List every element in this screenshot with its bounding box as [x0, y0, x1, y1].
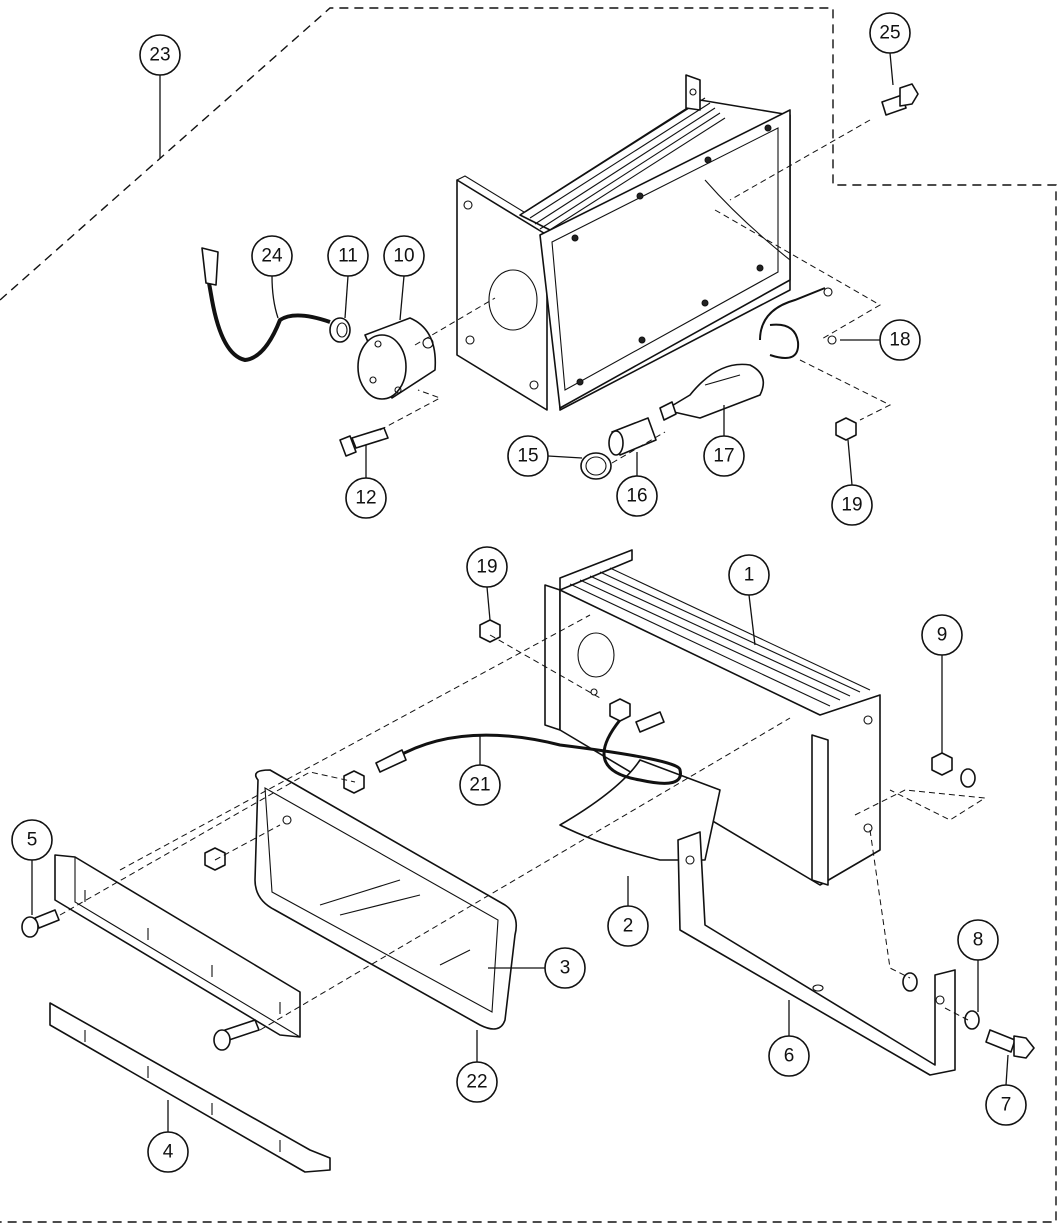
callout-19-lower: 19: [466, 546, 508, 588]
nut-washer-part-9: [931, 752, 976, 788]
svg-text:3: 3: [560, 958, 571, 979]
svg-text:8: 8: [973, 930, 984, 951]
svg-text:16: 16: [626, 486, 647, 507]
callout-8: 8: [957, 919, 999, 961]
callout-9: 9: [921, 614, 963, 656]
cable-assembly-part-24: [201, 247, 331, 363]
callout-11: 11: [327, 235, 369, 277]
clamp-rail-upper: [54, 854, 301, 1038]
svg-text:15: 15: [517, 446, 538, 467]
svg-text:9: 9: [937, 625, 948, 646]
callout-23: 23: [139, 34, 181, 76]
callout-16: 16: [616, 475, 658, 517]
callout-10: 10: [383, 235, 425, 277]
callout-7: 7: [985, 1084, 1027, 1126]
clamp-rail-part-4: [49, 1002, 331, 1173]
callout-1: 1: [728, 554, 770, 596]
svg-text:2: 2: [623, 916, 634, 937]
nut-upper-part-19: [835, 417, 857, 441]
svg-text:23: 23: [149, 45, 170, 66]
mounting-bracket-part-6: [677, 831, 956, 1076]
svg-text:10: 10: [393, 246, 414, 267]
bolt-part-25: [881, 83, 919, 116]
o-ring-part-15: [580, 452, 612, 480]
svg-text:4: 4: [163, 1142, 174, 1163]
callout-4: 4: [147, 1131, 189, 1173]
svg-text:7: 7: [1001, 1095, 1012, 1116]
callout-6: 6: [768, 1035, 810, 1077]
lens-part-3: [254, 769, 518, 1030]
bolt-part-12: [339, 427, 389, 457]
lamp-bulb-part-17: [659, 363, 765, 421]
svg-text:19: 19: [841, 495, 862, 516]
svg-text:12: 12: [355, 488, 376, 509]
callout-2: 2: [607, 905, 649, 947]
lamp-housing-part-1: [544, 549, 881, 886]
callout-15: 15: [507, 435, 549, 477]
svg-text:5: 5: [27, 830, 38, 851]
callout-21: 21: [459, 764, 501, 806]
callout-17: 17: [703, 435, 745, 477]
grommet-part-11: [329, 317, 351, 343]
callout-19-upper: 19: [831, 484, 873, 526]
washer-part-8: [964, 1010, 980, 1030]
callout-3: 3: [544, 947, 586, 989]
callout-12: 12: [345, 477, 387, 519]
callout-18: 18: [879, 319, 921, 361]
svg-text:11: 11: [338, 246, 358, 267]
svg-text:1: 1: [744, 565, 755, 586]
svg-text:22: 22: [466, 1072, 487, 1093]
lamp-holder-part-16: [608, 417, 657, 456]
screw-part-5: [21, 909, 60, 938]
nut-fitting: [609, 698, 631, 722]
svg-text:21: 21: [469, 775, 490, 796]
callout-24: 24: [251, 235, 293, 277]
socket-housing-part-10: [357, 317, 437, 400]
svg-text:24: 24: [261, 246, 283, 267]
callout-22: 22: [456, 1061, 498, 1103]
svg-text:18: 18: [889, 330, 910, 351]
svg-text:19: 19: [476, 557, 497, 578]
ground-cable-part-21: [375, 711, 682, 785]
bolt-part-7: [985, 1029, 1035, 1059]
reflector-shield-part-2: [559, 759, 721, 861]
kit-boundary-line: [0, 7, 1057, 1223]
callout-5: 5: [11, 819, 53, 861]
nut-left-b: [204, 847, 226, 871]
washer-bracket: [902, 972, 918, 992]
upper-lamp-housing: [456, 74, 791, 411]
spring-clip-part-18: [759, 287, 837, 359]
nut-part-19-lower: [479, 619, 501, 643]
svg-text:25: 25: [879, 23, 900, 44]
callout-25: 25: [869, 12, 911, 54]
svg-text:6: 6: [784, 1046, 795, 1067]
svg-text:17: 17: [713, 446, 734, 467]
screw-lower: [213, 1019, 260, 1051]
